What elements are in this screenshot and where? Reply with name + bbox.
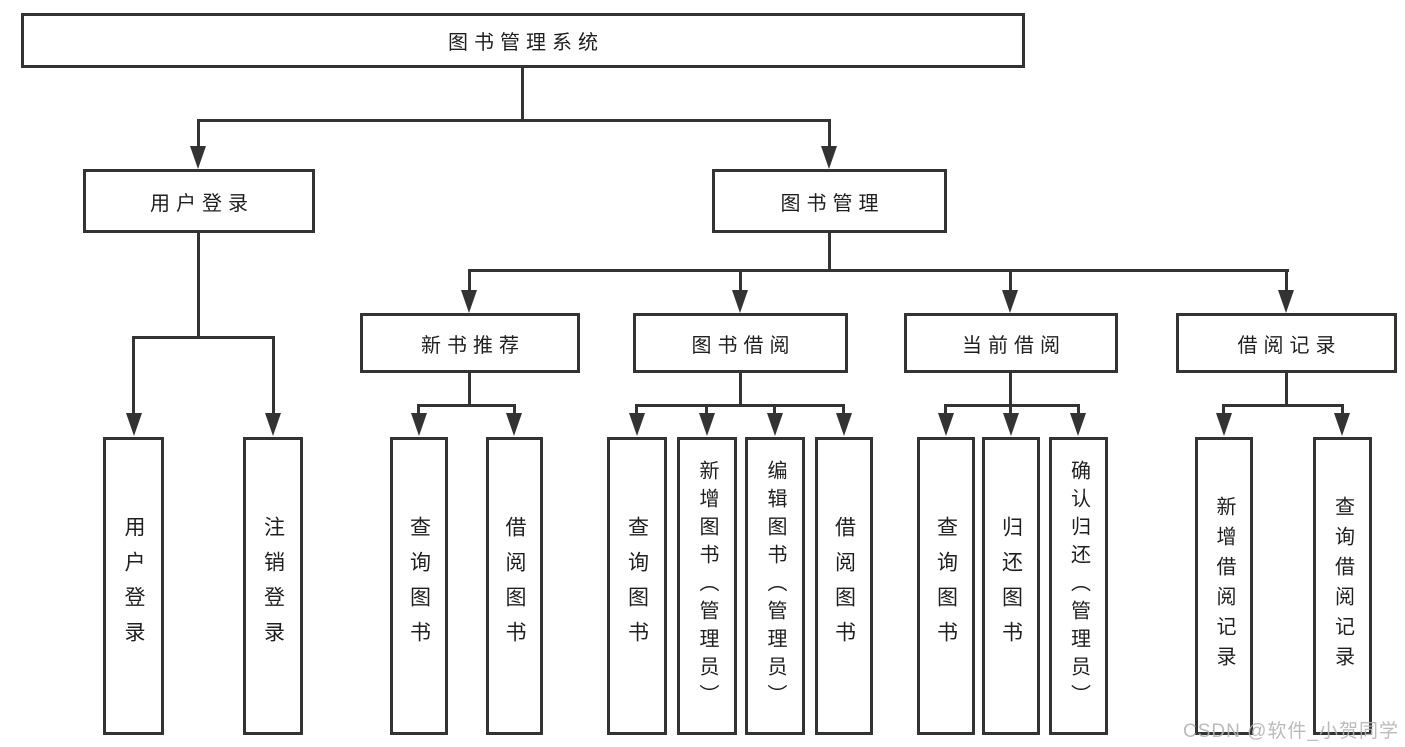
- node-borrowing-records: 借阅记录: [1176, 313, 1397, 373]
- node-label: 新书推荐: [421, 334, 525, 357]
- leaf-add-books-admin: 新增图书（管理员）: [677, 437, 737, 735]
- leaf-label: 注销登录: [261, 516, 285, 656]
- leaf-label: 查询图书: [407, 516, 431, 656]
- leaf-query-books-current: 查询图书: [917, 437, 975, 735]
- connector-line: [468, 373, 471, 407]
- connector-line: [197, 119, 200, 149]
- connector-line: [197, 119, 831, 122]
- arrow-down-icon: [1278, 290, 1294, 313]
- connector-line: [635, 404, 845, 407]
- arrow-down-icon: [506, 413, 522, 436]
- connector-line: [468, 269, 1289, 272]
- node-label: 借阅记录: [1237, 334, 1342, 357]
- leaf-edit-books-admin: 编辑图书（管理员）: [745, 437, 805, 735]
- connector-line: [635, 404, 638, 416]
- leaf-label: 新增图书（管理员）: [696, 460, 718, 712]
- arrow-down-icon: [699, 413, 715, 436]
- leaf-label: 新增借阅记录: [1213, 496, 1235, 676]
- connector-line: [705, 404, 708, 416]
- connector-line: [1285, 373, 1288, 407]
- connector-line: [1009, 373, 1012, 407]
- leaf-label: 确认归还（管理员）: [1067, 460, 1090, 712]
- arrow-down-icon: [629, 413, 645, 436]
- connector-line: [1009, 269, 1012, 293]
- leaf-label: 借阅图书: [503, 516, 526, 656]
- leaf-borrow-books-recommend: 借阅图书: [486, 437, 543, 735]
- leaf-borrow-books: 借阅图书: [815, 437, 873, 735]
- node-book-management: 图书管理: [712, 169, 947, 233]
- node-library-management-system: 图书管理系统: [21, 13, 1025, 68]
- leaf-label: 用户登录: [122, 516, 145, 656]
- arrow-down-icon: [1070, 413, 1086, 436]
- connector-line: [828, 233, 831, 272]
- connector-line: [1285, 269, 1288, 293]
- arrow-down-icon: [190, 146, 206, 169]
- connector-line: [944, 404, 1080, 407]
- connector-line: [272, 336, 275, 414]
- node-label: 当前借阅: [962, 334, 1066, 357]
- node-current-borrowing: 当前借阅: [904, 313, 1118, 373]
- connector-line: [1341, 404, 1344, 416]
- node-book-borrowing: 图书借阅: [633, 313, 848, 373]
- leaf-return-books: 归还图书: [982, 437, 1040, 735]
- connector-line: [513, 404, 516, 416]
- connector-line: [773, 404, 776, 416]
- connector-line: [468, 269, 471, 293]
- connector-line: [132, 336, 275, 339]
- connector-line: [739, 373, 742, 407]
- leaf-label: 归还图书: [999, 516, 1023, 656]
- connector-line: [417, 404, 420, 416]
- arrow-down-icon: [732, 290, 748, 313]
- connector-line: [132, 336, 135, 414]
- leaf-add-borrow-record: 新增借阅记录: [1195, 437, 1253, 735]
- connector-line: [842, 404, 845, 416]
- connector-line: [828, 119, 831, 149]
- node-label: 用户登录: [150, 192, 254, 215]
- leaf-label: 查询图书: [934, 516, 958, 656]
- connector-line: [1222, 404, 1225, 416]
- arrow-down-icon: [938, 413, 954, 436]
- connector-line: [1077, 404, 1080, 416]
- connector-line: [739, 269, 742, 293]
- node-new-book-recommend: 新书推荐: [360, 313, 580, 373]
- leaf-confirm-return-admin: 确认归还（管理员）: [1049, 437, 1108, 735]
- leaf-user-login: 用户登录: [103, 437, 164, 735]
- arrow-down-icon: [1002, 290, 1018, 313]
- connector-line: [521, 68, 524, 122]
- arrow-down-icon: [126, 413, 142, 436]
- leaf-label: 查询借阅记录: [1331, 496, 1354, 676]
- arrow-down-icon: [461, 290, 477, 313]
- arrow-down-icon: [821, 146, 837, 169]
- leaf-label: 借阅图书: [832, 516, 856, 656]
- arrow-down-icon: [836, 413, 852, 436]
- node-label: 图书管理系统: [448, 32, 604, 54]
- arrow-down-icon: [767, 413, 783, 436]
- connector-line: [417, 404, 516, 407]
- arrow-down-icon: [1216, 413, 1232, 436]
- connector-line: [944, 404, 947, 416]
- arrow-down-icon: [411, 413, 427, 436]
- connector-line: [1222, 404, 1344, 407]
- leaf-query-books-borrow: 查询图书: [607, 437, 667, 735]
- leaf-logout: 注销登录: [243, 437, 303, 735]
- leaf-query-borrow-record: 查询借阅记录: [1313, 437, 1372, 735]
- node-user-login: 用户登录: [83, 169, 315, 233]
- connector-line: [197, 233, 200, 339]
- connector-line: [1009, 404, 1012, 416]
- arrow-down-icon: [265, 413, 281, 436]
- leaf-label: 查询图书: [625, 516, 649, 656]
- arrow-down-icon: [1334, 413, 1350, 436]
- leaf-label: 编辑图书（管理员）: [764, 460, 786, 712]
- arrow-down-icon: [1003, 413, 1019, 436]
- node-label: 图书管理: [780, 192, 885, 215]
- node-label: 图书借阅: [691, 334, 796, 357]
- leaf-query-books-recommend: 查询图书: [390, 437, 448, 735]
- watermark: CSDN @软件_小贺同学: [1183, 721, 1399, 742]
